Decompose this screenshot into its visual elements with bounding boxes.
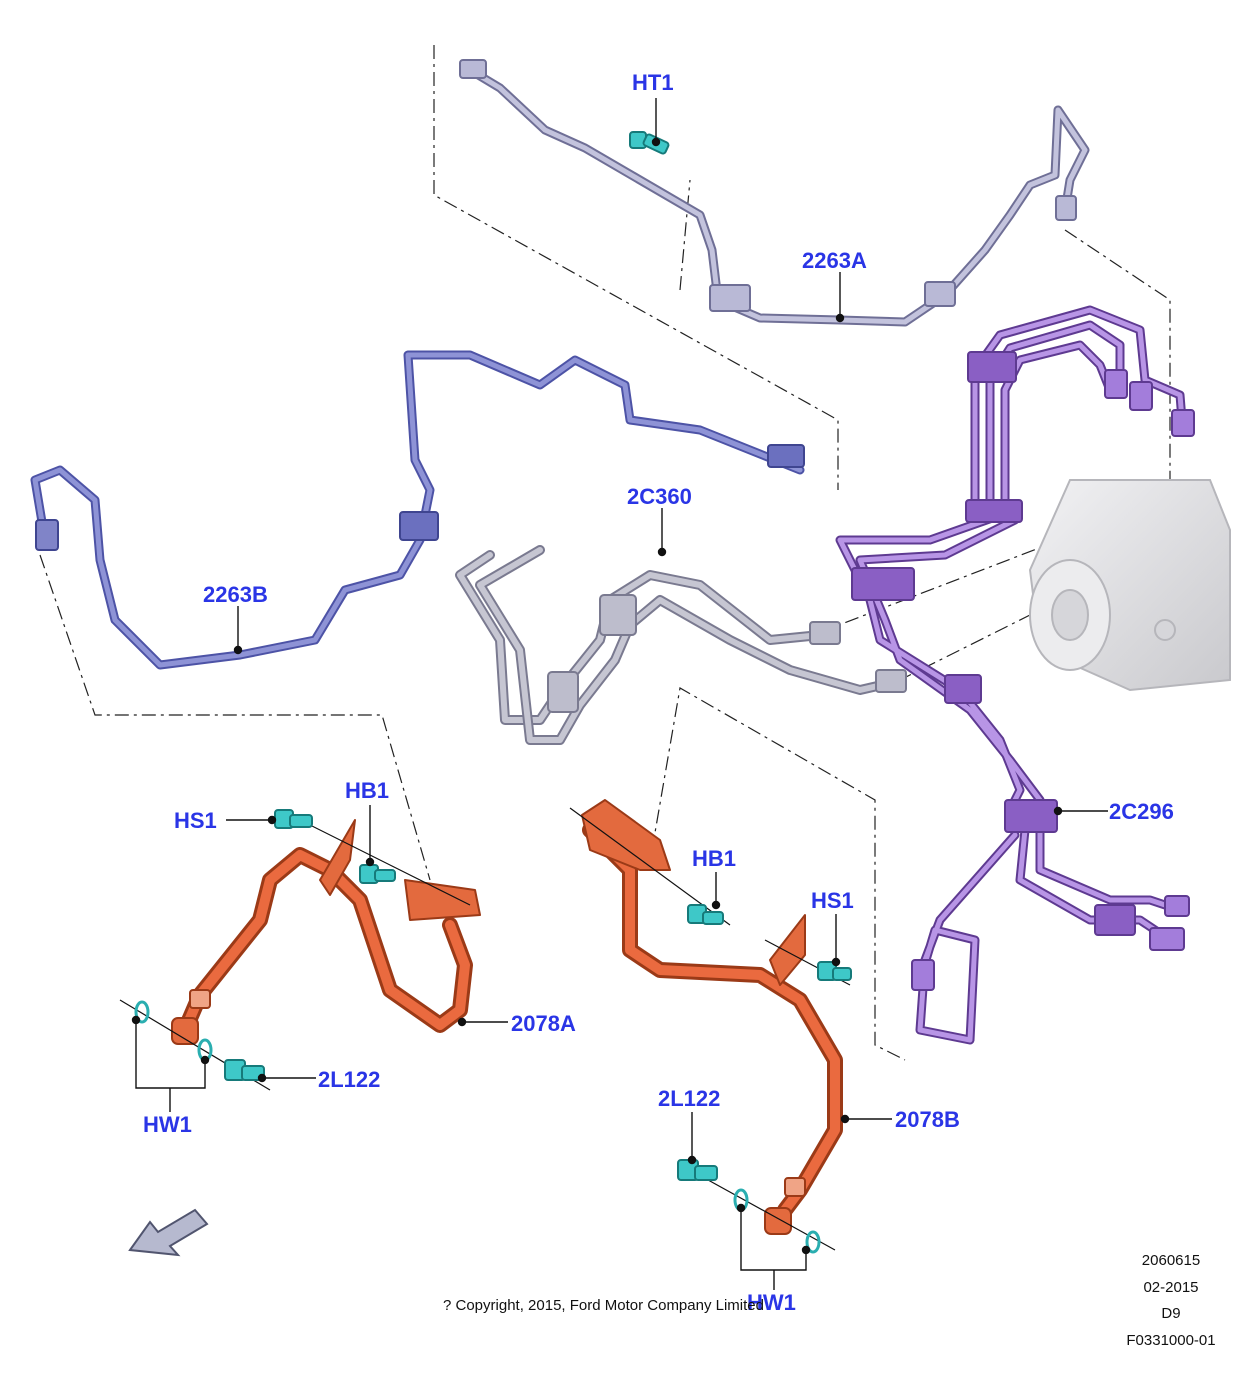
bolt-hb1-right (687, 904, 724, 925)
brake-hose-2078a (171, 819, 481, 1045)
callout-hs1-left: HS1 (174, 808, 217, 833)
brake-line-2c360 (455, 545, 907, 745)
washer-hw1-right-b (805, 1230, 821, 1254)
figure-id: F0331000-01 (1126, 1332, 1216, 1349)
callout-2078a: 2078A (511, 1011, 576, 1036)
callout-leaders (131, 98, 1108, 1290)
brake-line-2c296 (835, 305, 1195, 1045)
fasteners (224, 131, 852, 1181)
callout-2c360: 2C360 (627, 484, 692, 509)
callout-hs1-right: HS1 (811, 888, 854, 913)
drawing-variant: D9 (1161, 1305, 1181, 1322)
brake-hose-2078b (581, 799, 843, 1235)
callout-ht1: HT1 (632, 70, 674, 95)
bolt-hs1-left (274, 809, 313, 829)
copyright-text: ? Copyright, 2015, Ford Motor Company Li… (443, 1297, 764, 1314)
callout-2c296: 2C296 (1109, 799, 1174, 824)
callout-2l122-left: 2L122 (318, 1067, 381, 1092)
bolt-2l122-right (677, 1159, 718, 1181)
direction-arrow-icon (128, 1208, 209, 1257)
drawing-code: 2060615 (1141, 1252, 1201, 1269)
drawing-date: 02-2015 (1143, 1279, 1199, 1296)
abs-module (1028, 479, 1231, 692)
washers (134, 1000, 821, 1254)
callout-2263a: 2263A (802, 248, 867, 273)
callout-hw1-right: HW1 (747, 1290, 796, 1315)
tube-nut-ht1 (629, 131, 670, 155)
brake-line-2263a (459, 59, 1090, 327)
callout-2078b: 2078B (895, 1107, 960, 1132)
assembly-leader-lines (39, 45, 1171, 1061)
callout-hb1-left: HB1 (345, 778, 390, 803)
callout-hb1-right: HB1 (692, 846, 737, 871)
callout-2263b: 2263B (203, 582, 268, 607)
bolt-hb1-left (359, 864, 396, 884)
callout-2l122-right: 2L122 (658, 1086, 721, 1111)
callout-hw1-left: HW1 (143, 1112, 192, 1137)
fastener-axis-lines (119, 807, 851, 1251)
brake-line-2263b (30, 350, 805, 670)
washer-hw1-left-a (134, 1000, 150, 1024)
bolt-hs1-right (817, 961, 852, 981)
